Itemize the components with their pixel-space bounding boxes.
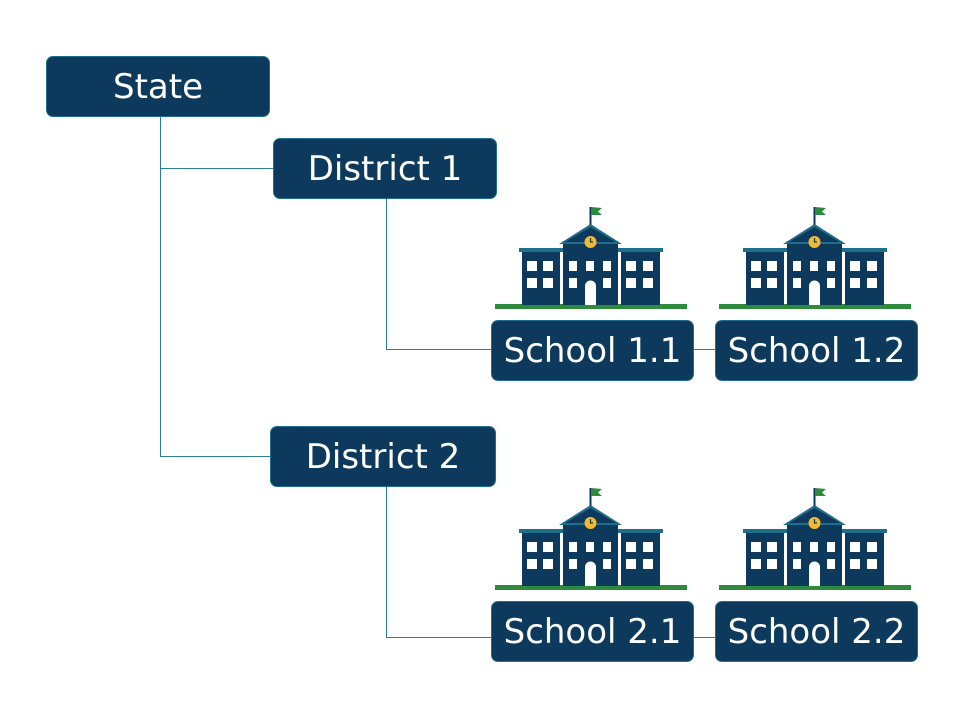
node-school-1-1: School 1.1 bbox=[491, 320, 694, 381]
connector bbox=[160, 456, 270, 457]
connector bbox=[386, 349, 491, 350]
connector bbox=[694, 637, 715, 638]
node-school-2-2: School 2.2 bbox=[715, 601, 918, 662]
node-school-2-1: School 2.1 bbox=[491, 601, 694, 662]
node-school-1-2: School 1.2 bbox=[715, 320, 918, 381]
node-district-1: District 1 bbox=[273, 138, 497, 199]
connector bbox=[694, 349, 715, 350]
connector bbox=[160, 117, 161, 457]
connector bbox=[386, 487, 387, 637]
connector bbox=[386, 199, 387, 349]
connector bbox=[386, 637, 491, 638]
school-building-icon bbox=[719, 484, 911, 590]
node-state: State bbox=[46, 56, 270, 117]
node-district-2: District 2 bbox=[270, 426, 496, 487]
school-building-icon bbox=[495, 203, 687, 309]
school-building-icon bbox=[495, 484, 687, 590]
school-building-icon bbox=[719, 203, 911, 309]
connector bbox=[160, 168, 273, 169]
